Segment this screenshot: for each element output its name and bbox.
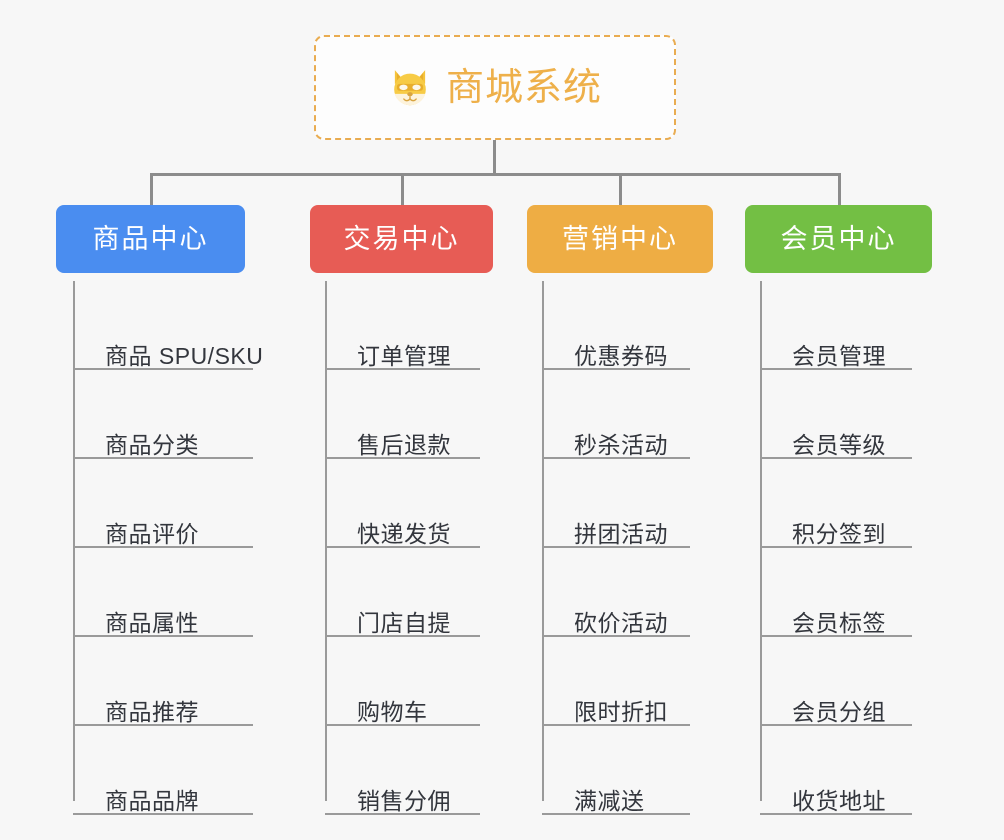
- branch-node-product-center[interactable]: 商品中心: [56, 205, 245, 273]
- leaf-column-spine: [73, 281, 75, 801]
- leaf-item[interactable]: 商品品牌: [73, 726, 253, 815]
- leaf-item-label: 商品评价: [105, 520, 199, 547]
- leaf-item[interactable]: 会员分组: [760, 637, 912, 726]
- connector-branch-stem-3: [838, 173, 841, 206]
- leaf-item[interactable]: 商品 SPU/SKU: [73, 281, 263, 370]
- leaf-item-label: 限时折扣: [574, 698, 668, 725]
- leaf-item-label: 砍价活动: [574, 609, 668, 636]
- leaf-item-label: 商品品牌: [105, 787, 199, 814]
- leaf-item-label: 订单管理: [357, 342, 451, 369]
- connector-root-stem: [493, 140, 496, 175]
- leaf-item[interactable]: 会员管理: [760, 281, 912, 370]
- root-node[interactable]: 商城系统: [314, 35, 676, 140]
- leaf-item[interactable]: 商品属性: [73, 548, 253, 637]
- leaf-item-label: 会员分组: [792, 698, 886, 725]
- leaf-item-label: 秒杀活动: [574, 431, 668, 458]
- branch-node-member-center[interactable]: 会员中心: [745, 205, 932, 273]
- leaf-item[interactable]: 会员标签: [760, 548, 912, 637]
- leaf-item[interactable]: 会员等级: [760, 370, 912, 459]
- leaf-item-label: 会员标签: [792, 609, 886, 636]
- leaf-item[interactable]: 收货地址: [760, 726, 912, 815]
- leaf-item[interactable]: 快递发货: [325, 459, 480, 548]
- leaf-item-label: 积分签到: [792, 520, 886, 547]
- leaf-item[interactable]: 销售分佣: [325, 726, 480, 815]
- leaf-item[interactable]: 购物车: [325, 637, 480, 726]
- leaf-column-member-center: 会员管理 会员等级 积分签到 会员标签 会员分组 收货地址: [760, 281, 912, 815]
- leaf-item-label: 销售分佣: [357, 787, 451, 814]
- leaf-item[interactable]: 限时折扣: [542, 637, 690, 726]
- leaf-item-label: 优惠券码: [574, 342, 668, 369]
- leaf-item[interactable]: 商品评价: [73, 459, 253, 548]
- leaf-item-label: 会员等级: [792, 431, 886, 458]
- leaf-item[interactable]: 满减送: [542, 726, 690, 815]
- leaf-item-label: 满减送: [574, 787, 645, 814]
- leaf-item[interactable]: 订单管理: [325, 281, 480, 370]
- leaf-item[interactable]: 砍价活动: [542, 548, 690, 637]
- leaf-item-label: 商品分类: [105, 431, 199, 458]
- leaf-column-spine: [760, 281, 762, 801]
- leaf-column-product-center: 商品 SPU/SKU 商品分类 商品评价 商品属性 商品推荐 商品品牌: [73, 281, 263, 815]
- leaf-item-label: 门店自提: [357, 609, 451, 636]
- connector-branch-stem-1: [401, 173, 404, 206]
- branch-node-label: 商品中心: [92, 223, 209, 254]
- leaf-item[interactable]: 积分签到: [760, 459, 912, 548]
- leaf-column-marketing-center: 优惠券码 秒杀活动 拼团活动 砍价活动 限时折扣 满减送: [542, 281, 690, 815]
- leaf-item[interactable]: 门店自提: [325, 548, 480, 637]
- leaf-item-label: 拼团活动: [574, 520, 668, 547]
- branch-node-marketing-center[interactable]: 营销中心: [527, 205, 713, 273]
- leaf-column-spine: [542, 281, 544, 801]
- leaf-item[interactable]: 拼团活动: [542, 459, 690, 548]
- connector-branch-stem-0: [150, 173, 153, 206]
- leaf-item-label: 快递发货: [357, 520, 451, 547]
- leaf-item-label: 会员管理: [792, 342, 886, 369]
- leaf-item-label: 售后退款: [357, 431, 451, 458]
- leaf-column-spine: [325, 281, 327, 801]
- leaf-item[interactable]: 秒杀活动: [542, 370, 690, 459]
- connector-branch-stem-2: [619, 173, 622, 206]
- dog-face-icon: [394, 69, 426, 105]
- leaf-item-label: 商品推荐: [105, 698, 199, 725]
- leaf-item-label: 商品 SPU/SKU: [105, 342, 264, 369]
- leaf-column-trade-center: 订单管理 售后退款 快递发货 门店自提 购物车 销售分佣: [325, 281, 480, 815]
- connector-horizontal-bus: [150, 173, 838, 176]
- leaf-item-label: 收货地址: [792, 787, 886, 814]
- branch-node-label: 交易中心: [343, 223, 460, 254]
- leaf-item-label: 商品属性: [105, 609, 199, 636]
- branch-node-label: 会员中心: [780, 223, 897, 254]
- leaf-item[interactable]: 售后退款: [325, 370, 480, 459]
- leaf-item[interactable]: 商品推荐: [73, 637, 253, 726]
- root-node-label: 商城系统: [445, 66, 602, 109]
- branch-node-label: 营销中心: [562, 223, 678, 254]
- branch-node-trade-center[interactable]: 交易中心: [310, 205, 493, 273]
- leaf-item-label: 购物车: [357, 698, 428, 725]
- leaf-item[interactable]: 商品分类: [73, 370, 253, 459]
- leaf-item[interactable]: 优惠券码: [542, 281, 690, 370]
